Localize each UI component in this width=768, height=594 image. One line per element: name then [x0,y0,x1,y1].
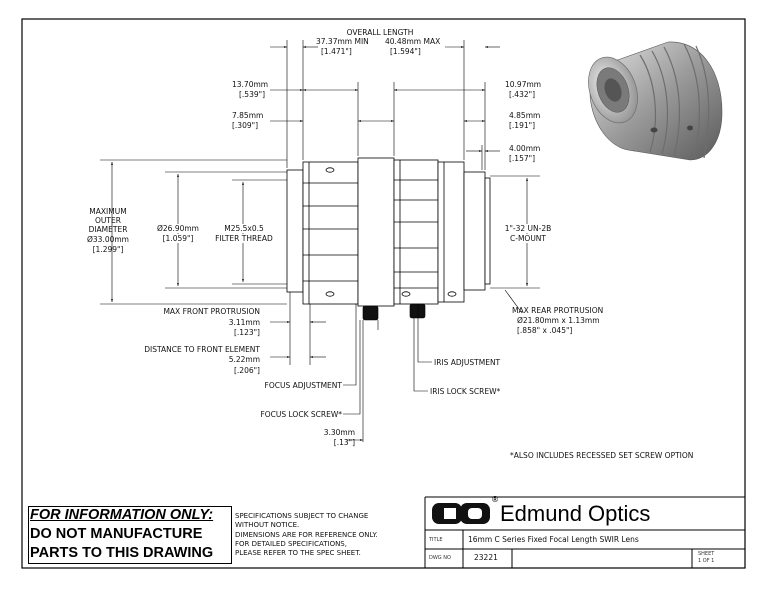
disclaimer-info-only: FOR INFORMATION ONLY: [30,507,214,523]
notice-line1: SPECIFICATIONS SUBJECT TO CHANGE [235,512,369,520]
dim-3-30: 3.30mm [323,428,355,437]
front-filter-ring [286,169,304,293]
filter-thread-line1: M25.5x0.5 [213,224,275,233]
dimension-lines [100,40,540,442]
lens-side-view [286,157,491,307]
max-rear-protrusion-line2: Ø21.80mm x 1.13mm [517,316,600,325]
rear-protrusion [484,177,491,285]
dim-10-97-inch: [.432"] [509,90,536,99]
max-rear-protrusion-line1: MAX REAR PROTRUSION [512,306,604,315]
max-rear-protrusion-line3: [.858" x .045"] [517,326,573,335]
dim-4-00: 4.00mm [509,144,541,153]
max-outer-line3: DIAMETER [88,225,128,234]
notice-line2: WITHOUT NOTICE. [235,521,300,529]
dim-3-11-inch: [.123"] [233,328,260,337]
overall-max-inch: [1.594"] [390,47,421,56]
overall-min-value: 37.37mm MIN [316,37,369,46]
distance-front-element-label: DISTANCE TO FRONT ELEMENT [144,345,260,354]
notice-line3: DIMENSIONS ARE FOR REFERENCE ONLY. [235,531,378,539]
iris-lock-screw-label: IRIS LOCK SCREW* [430,387,501,396]
disclaimer-parts-drawing: PARTS TO THIS DRAWING [30,545,214,561]
max-outer-line2: OUTER [95,216,121,225]
filter-thread-line2: FILTER THREAD [213,234,275,243]
dim-4-85-inch: [.191"] [509,121,536,130]
dia-26-90-inch: [1.059"] [148,234,208,243]
dia-26-90: Ø26.90mm [148,224,208,233]
sheet-border [21,18,746,569]
max-outer-line4: Ø33.00mm [87,235,129,244]
notice-line4: FOR DETAILED SPECIFICATIONS, [235,540,347,548]
middle-section [357,157,395,307]
dim-13-70: 13.70mm [232,80,269,89]
max-outer-line5: [1.299"] [92,245,124,254]
c-mount-line1: 1"-32 UN-2B [497,224,559,233]
company-name: Edmund Optics [500,501,651,526]
dim-13-70-inch: [.539"] [239,90,266,99]
notice-line5: PLEASE REFER TO THE SPEC SHEET. [235,549,361,557]
c-mount-line2: C-MOUNT [497,234,559,243]
registered-mark: ® [491,495,499,504]
dim-7-85: 7.85mm [232,111,264,120]
overall-length-label: OVERALL LENGTH [346,28,414,37]
dim-7-85-inch: [.309"] [232,121,259,130]
title-field-label: TITLE [429,537,443,543]
iris-ring [393,159,439,305]
overall-max-value: 40.48mm MAX [385,37,441,46]
iris-lock-screw [409,303,426,319]
edmund-optics-logo [432,503,490,524]
dim-5-22: 5.22mm [228,355,260,364]
dim-4-00-inch: [.157"] [509,154,536,163]
disclaimer-do-not-manufacture: DO NOT MANUFACTURE [30,526,203,542]
focus-adjustment-label: FOCUS ADJUSTMENT [264,381,342,390]
footnote-set-screw: *ALSO INCLUDES RECESSED SET SCREW OPTION [510,451,694,460]
dim-4-85: 4.85mm [509,111,541,120]
focus-barrel [302,161,359,305]
dim-5-22-inch: [.206"] [233,366,260,375]
max-front-protrusion-label: MAX FRONT PROTRUSION [163,307,260,316]
title-block-lines [424,496,745,568]
focus-lock-screw [362,305,379,321]
c-mount [463,171,486,291]
sheet-value: 1 OF 1 [698,558,715,564]
sheet-label: SHEET [698,551,715,557]
dwg-no-label: DWG NO [429,555,451,561]
dwg-no-value: 23221 [474,553,498,562]
focus-lock-screw-label: FOCUS LOCK SCREW* [260,410,342,419]
rear-section [437,161,465,303]
iris-adjustment-label: IRIS ADJUSTMENT [434,358,501,367]
max-outer-line1: MAXIMUM [89,207,127,216]
overall-min-inch: [1.471"] [321,47,352,56]
disclaimer-box [28,506,232,564]
title-field-value: 16mm C Series Fixed Focal Length SWIR Le… [468,535,639,544]
lens-3d-render [588,41,723,161]
dim-3-30-inch: [.13"] [333,438,355,447]
dim-10-97: 10.97mm [505,80,542,89]
dim-3-11: 3.11mm [228,318,260,327]
